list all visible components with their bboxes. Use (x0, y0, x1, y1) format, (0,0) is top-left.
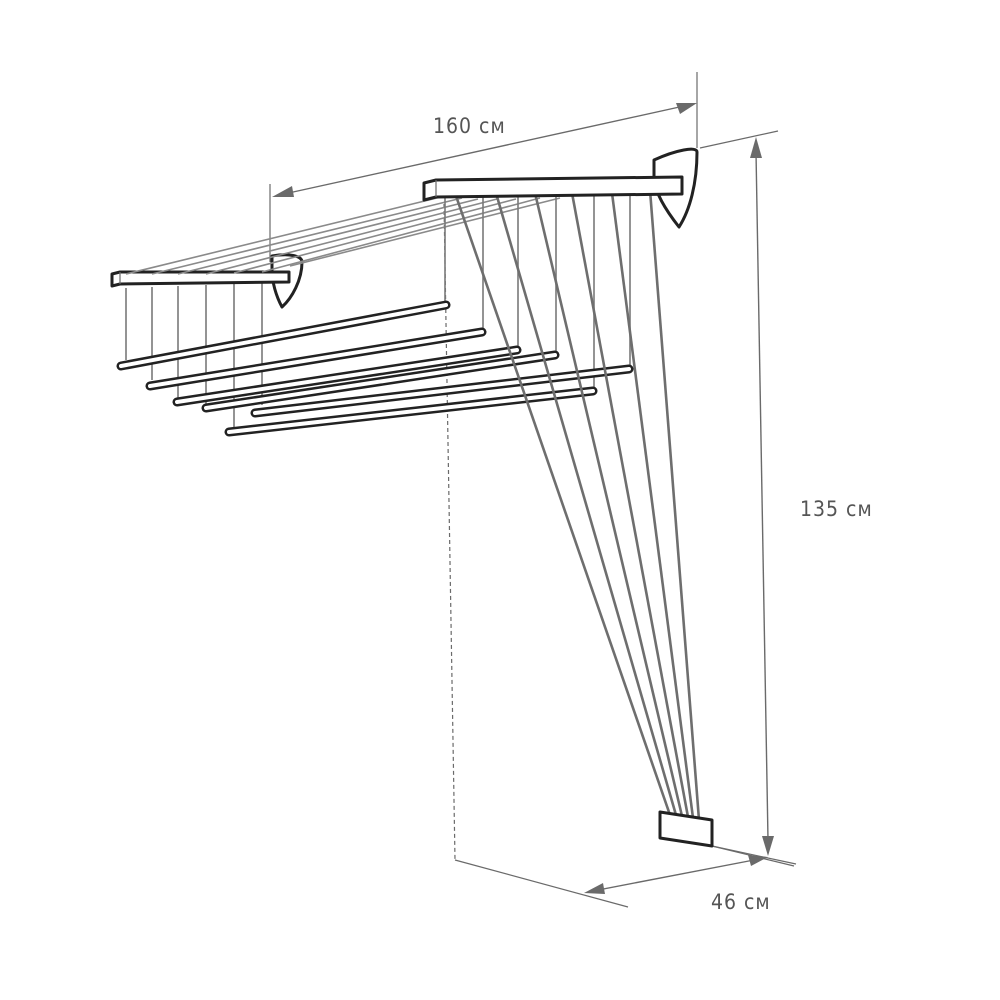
pull-cord (494, 192, 678, 816)
height-arrow-bottom (762, 836, 774, 856)
depth-arrow-right (748, 855, 768, 866)
length-label: 160 см (433, 114, 506, 138)
dimension-length: 160 см (269, 72, 698, 262)
top-cord (233, 198, 517, 274)
depth-label: 46 см (711, 890, 771, 914)
top-cord (151, 197, 463, 275)
drying-rod (172, 345, 522, 407)
height-extension-top (699, 130, 779, 149)
drying-rod (250, 364, 634, 418)
depth-arrow-left (584, 883, 605, 894)
top-cord (261, 197, 541, 273)
drying-rod (224, 386, 598, 437)
pull-cord (610, 192, 695, 819)
dimension-height: 135 см (699, 130, 873, 865)
pull-cord (648, 189, 701, 821)
drying-rod (201, 350, 560, 413)
length-dimension-line (283, 105, 685, 195)
depth-dashed-guide (443, 203, 456, 861)
pull-cord (533, 192, 684, 817)
top-cord (125, 195, 446, 275)
height-dimension-line (755, 151, 769, 841)
pull-cord (453, 192, 672, 816)
height-arrow-top (750, 137, 762, 158)
cord-holder-body (658, 810, 714, 848)
length-arrow-right (676, 103, 697, 114)
top-cord (177, 198, 479, 275)
height-label: 135 см (800, 497, 873, 521)
depth-dimension-line (597, 859, 755, 891)
dimension-depth: 46 см (443, 203, 795, 914)
pull-cords (453, 189, 701, 821)
near-top-bar-body (422, 175, 684, 202)
drying-rod (116, 300, 451, 371)
drying-rod (145, 327, 487, 391)
top-cord (289, 197, 561, 267)
drying-rods (116, 300, 634, 437)
length-arrow-left (272, 186, 294, 197)
top-cord (205, 198, 498, 275)
depth-extension-left (454, 859, 629, 908)
pull-cord (570, 192, 690, 818)
top-cords (125, 195, 561, 275)
near-top-bar (422, 175, 684, 202)
cord-holder (658, 810, 714, 848)
